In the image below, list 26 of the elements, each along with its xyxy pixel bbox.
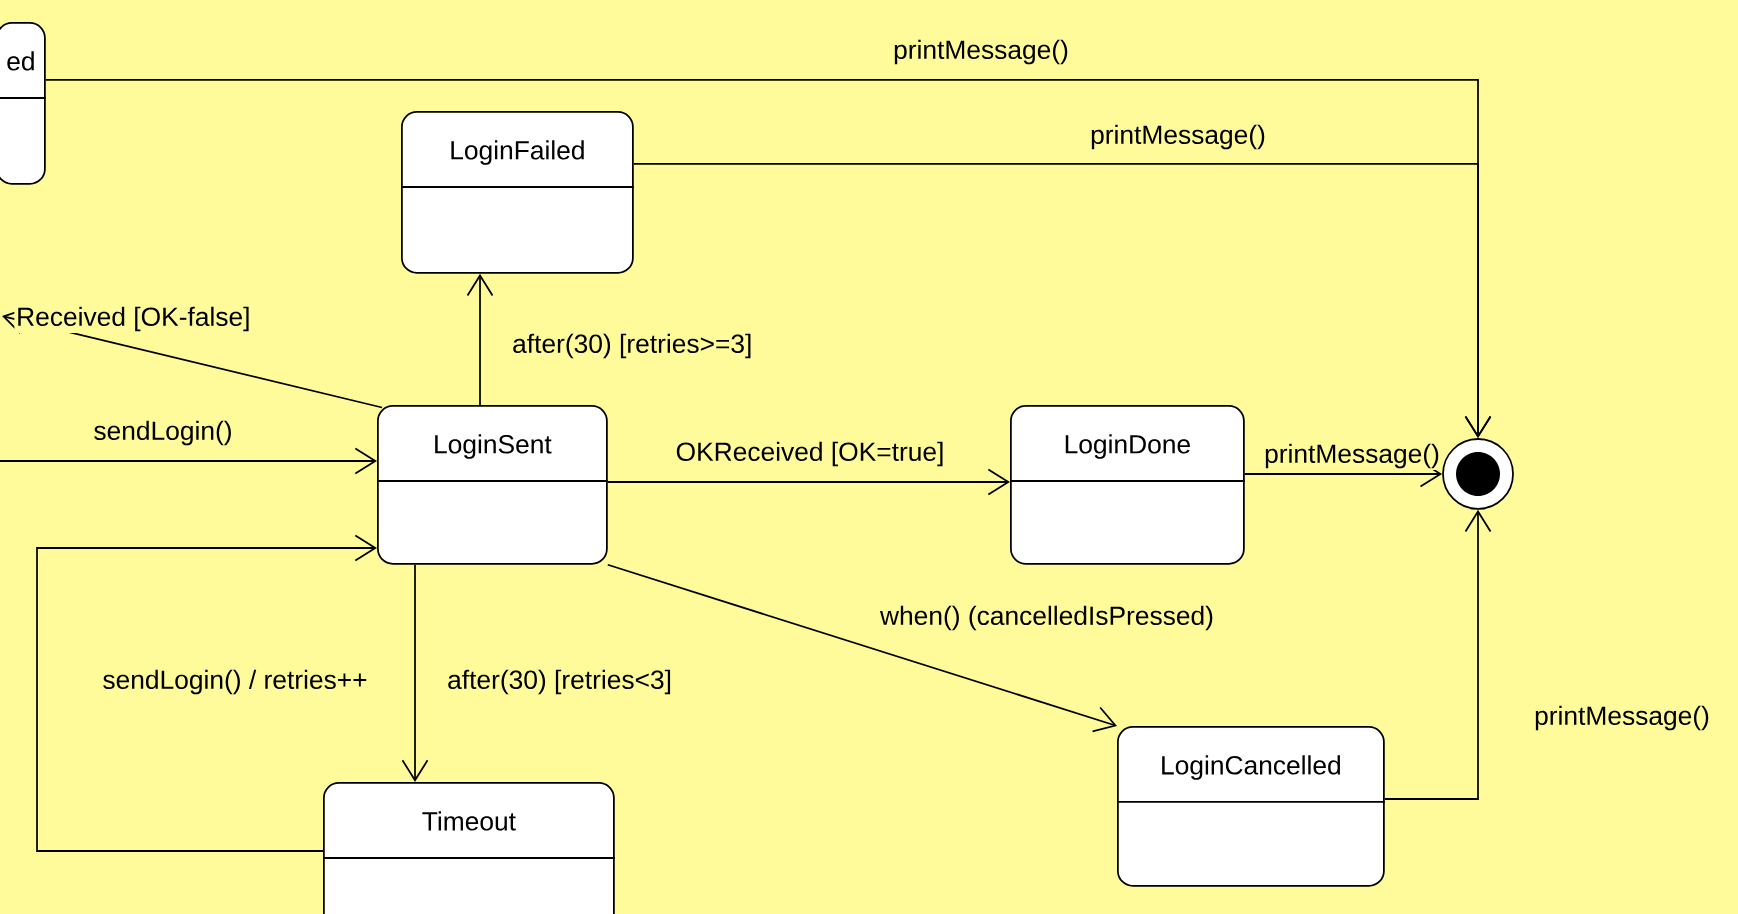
edge-label: sendLogin() xyxy=(91,418,235,448)
state-box: LoginSent xyxy=(376,405,609,565)
state-box: Timeout xyxy=(322,782,616,914)
edge-label: sendLogin() / retries++ xyxy=(100,667,370,697)
transition-arrow xyxy=(632,163,1492,439)
state-box: LoginCancelled xyxy=(1116,726,1386,887)
transition-arrow xyxy=(401,563,429,782)
edge-label: printMessage() xyxy=(1262,441,1442,471)
state-box: LoginFailed xyxy=(400,111,635,274)
edge-label: printMessage() xyxy=(1532,703,1712,733)
transition-arrow xyxy=(1383,509,1492,800)
transition-arrow xyxy=(0,447,377,475)
transition-arrow xyxy=(606,563,1117,733)
edge-label: Received [OK-false] xyxy=(14,304,253,334)
edge-label: printMessage() xyxy=(1088,122,1268,152)
edge-label: after(30) [retries<3] xyxy=(445,667,674,697)
edge-label: printMessage() xyxy=(891,37,1071,67)
final-state xyxy=(1442,438,1514,510)
edge-label: after(30) [retries>=3] xyxy=(510,331,755,361)
transition-arrow xyxy=(606,468,1010,496)
transition-arrow xyxy=(466,273,494,406)
edge-label: when() (cancelledIsPressed) xyxy=(878,603,1216,633)
edge-label: OKReceived [OK=true] xyxy=(673,439,947,469)
state-box: LoginDone xyxy=(1009,405,1246,565)
state-box: ed xyxy=(0,22,47,185)
transition-arrow xyxy=(36,534,377,852)
